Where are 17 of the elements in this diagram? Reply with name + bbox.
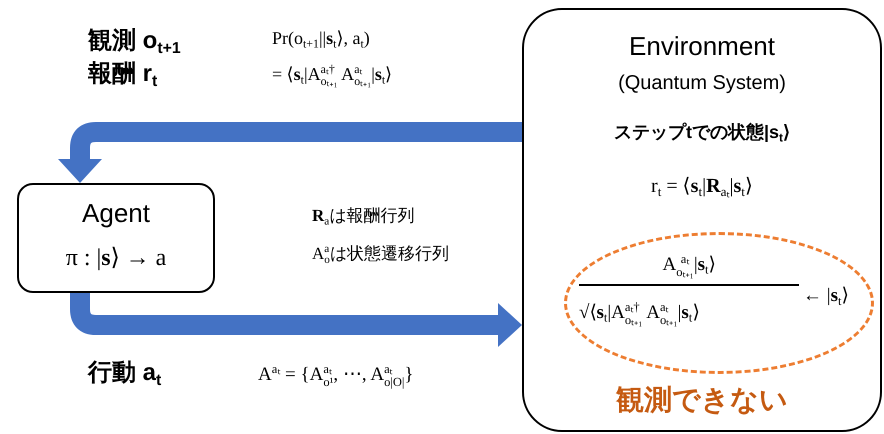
edge-label: 行動 a$_{t}$ bbox=[88, 358, 162, 391]
formula-text: r$_{t}$ = ⟨s$_{t}$|R$_{aₜ}$|s$_{t}$⟩ bbox=[650, 175, 754, 200]
node-title: Agent bbox=[81, 199, 151, 229]
node-subtitle: (Quantum System) bbox=[617, 72, 787, 95]
warning-text: 観測できない bbox=[614, 384, 789, 416]
environment-box bbox=[522, 8, 882, 432]
edge-label: 観測 o$_{t+1}$ 報酬 r$_{t}$ bbox=[88, 26, 182, 92]
formula-text: Pr(o$_{t+1}$||s$_{t}$⟩, a$_{t}$) bbox=[272, 28, 370, 52]
arrow bbox=[70, 293, 522, 347]
agent-box bbox=[17, 183, 215, 293]
policy-formula: π : |s⟩ → a bbox=[64, 245, 168, 273]
note-text: R$_{a}$は報酬行列 bbox=[312, 206, 414, 228]
dashed-ellipse bbox=[564, 232, 874, 374]
state-text: ステップtでの状態|s$_{t}$⟩ bbox=[612, 122, 791, 146]
node-title: Environment bbox=[628, 32, 776, 62]
assignment-text: ← |s$_{t}$⟩ bbox=[803, 285, 848, 308]
arrow bbox=[58, 122, 522, 183]
